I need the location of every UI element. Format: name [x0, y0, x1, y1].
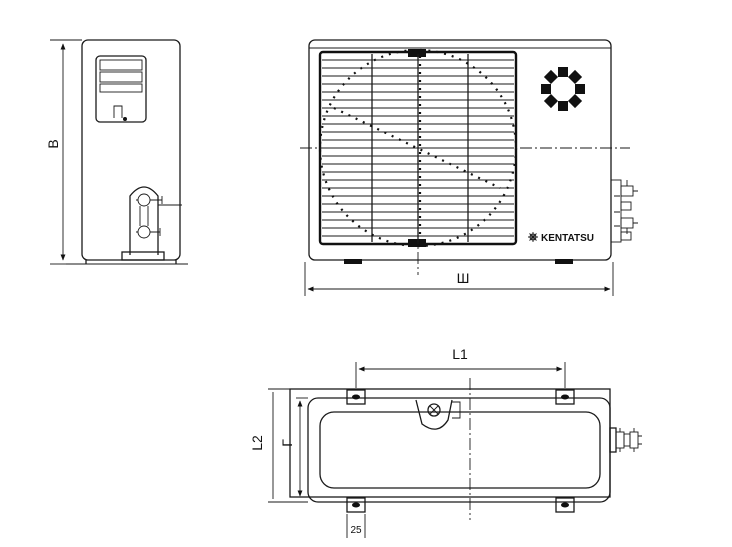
l1-label: L1 — [452, 346, 468, 362]
top-view: 25 L1 — [249, 346, 642, 538]
width-label: Ш — [457, 270, 470, 286]
offset-label: 25 — [350, 525, 362, 536]
side-valve-group — [122, 187, 182, 260]
top-view-base — [290, 389, 610, 497]
height-label: B — [45, 139, 61, 148]
kentatsu-flower-logo-icon — [541, 67, 585, 111]
mount-tab-bottom-right — [556, 498, 574, 512]
side-view: B — [45, 40, 188, 264]
brand-name: KENTATSU — [541, 233, 594, 244]
top-view-body — [308, 398, 610, 502]
mount-tab-top-right — [556, 390, 574, 404]
top-valve-group — [610, 428, 642, 452]
top-view-fan-cover — [320, 412, 600, 488]
dimension-width: Ш — [305, 262, 613, 296]
mount-tab-bottom-left: 25 — [347, 498, 365, 538]
dimension-l1: L1 — [356, 346, 565, 388]
top-handle — [416, 400, 460, 429]
front-view: KENTATSU Ш — [300, 40, 638, 296]
brand-small-flower-icon — [528, 232, 538, 242]
side-view-body — [82, 40, 180, 260]
brand-logo: KENTATSU — [528, 232, 594, 244]
front-valve-group — [611, 180, 638, 242]
l2-label: L2 — [249, 435, 265, 451]
mount-tab-top-left — [347, 390, 365, 404]
front-foot-right — [555, 259, 573, 264]
side-handle — [96, 56, 146, 122]
dimension-g: Г — [279, 398, 308, 496]
front-foot-left — [344, 259, 362, 264]
g-label: Г — [279, 439, 295, 447]
dimension-height: B — [45, 40, 82, 264]
